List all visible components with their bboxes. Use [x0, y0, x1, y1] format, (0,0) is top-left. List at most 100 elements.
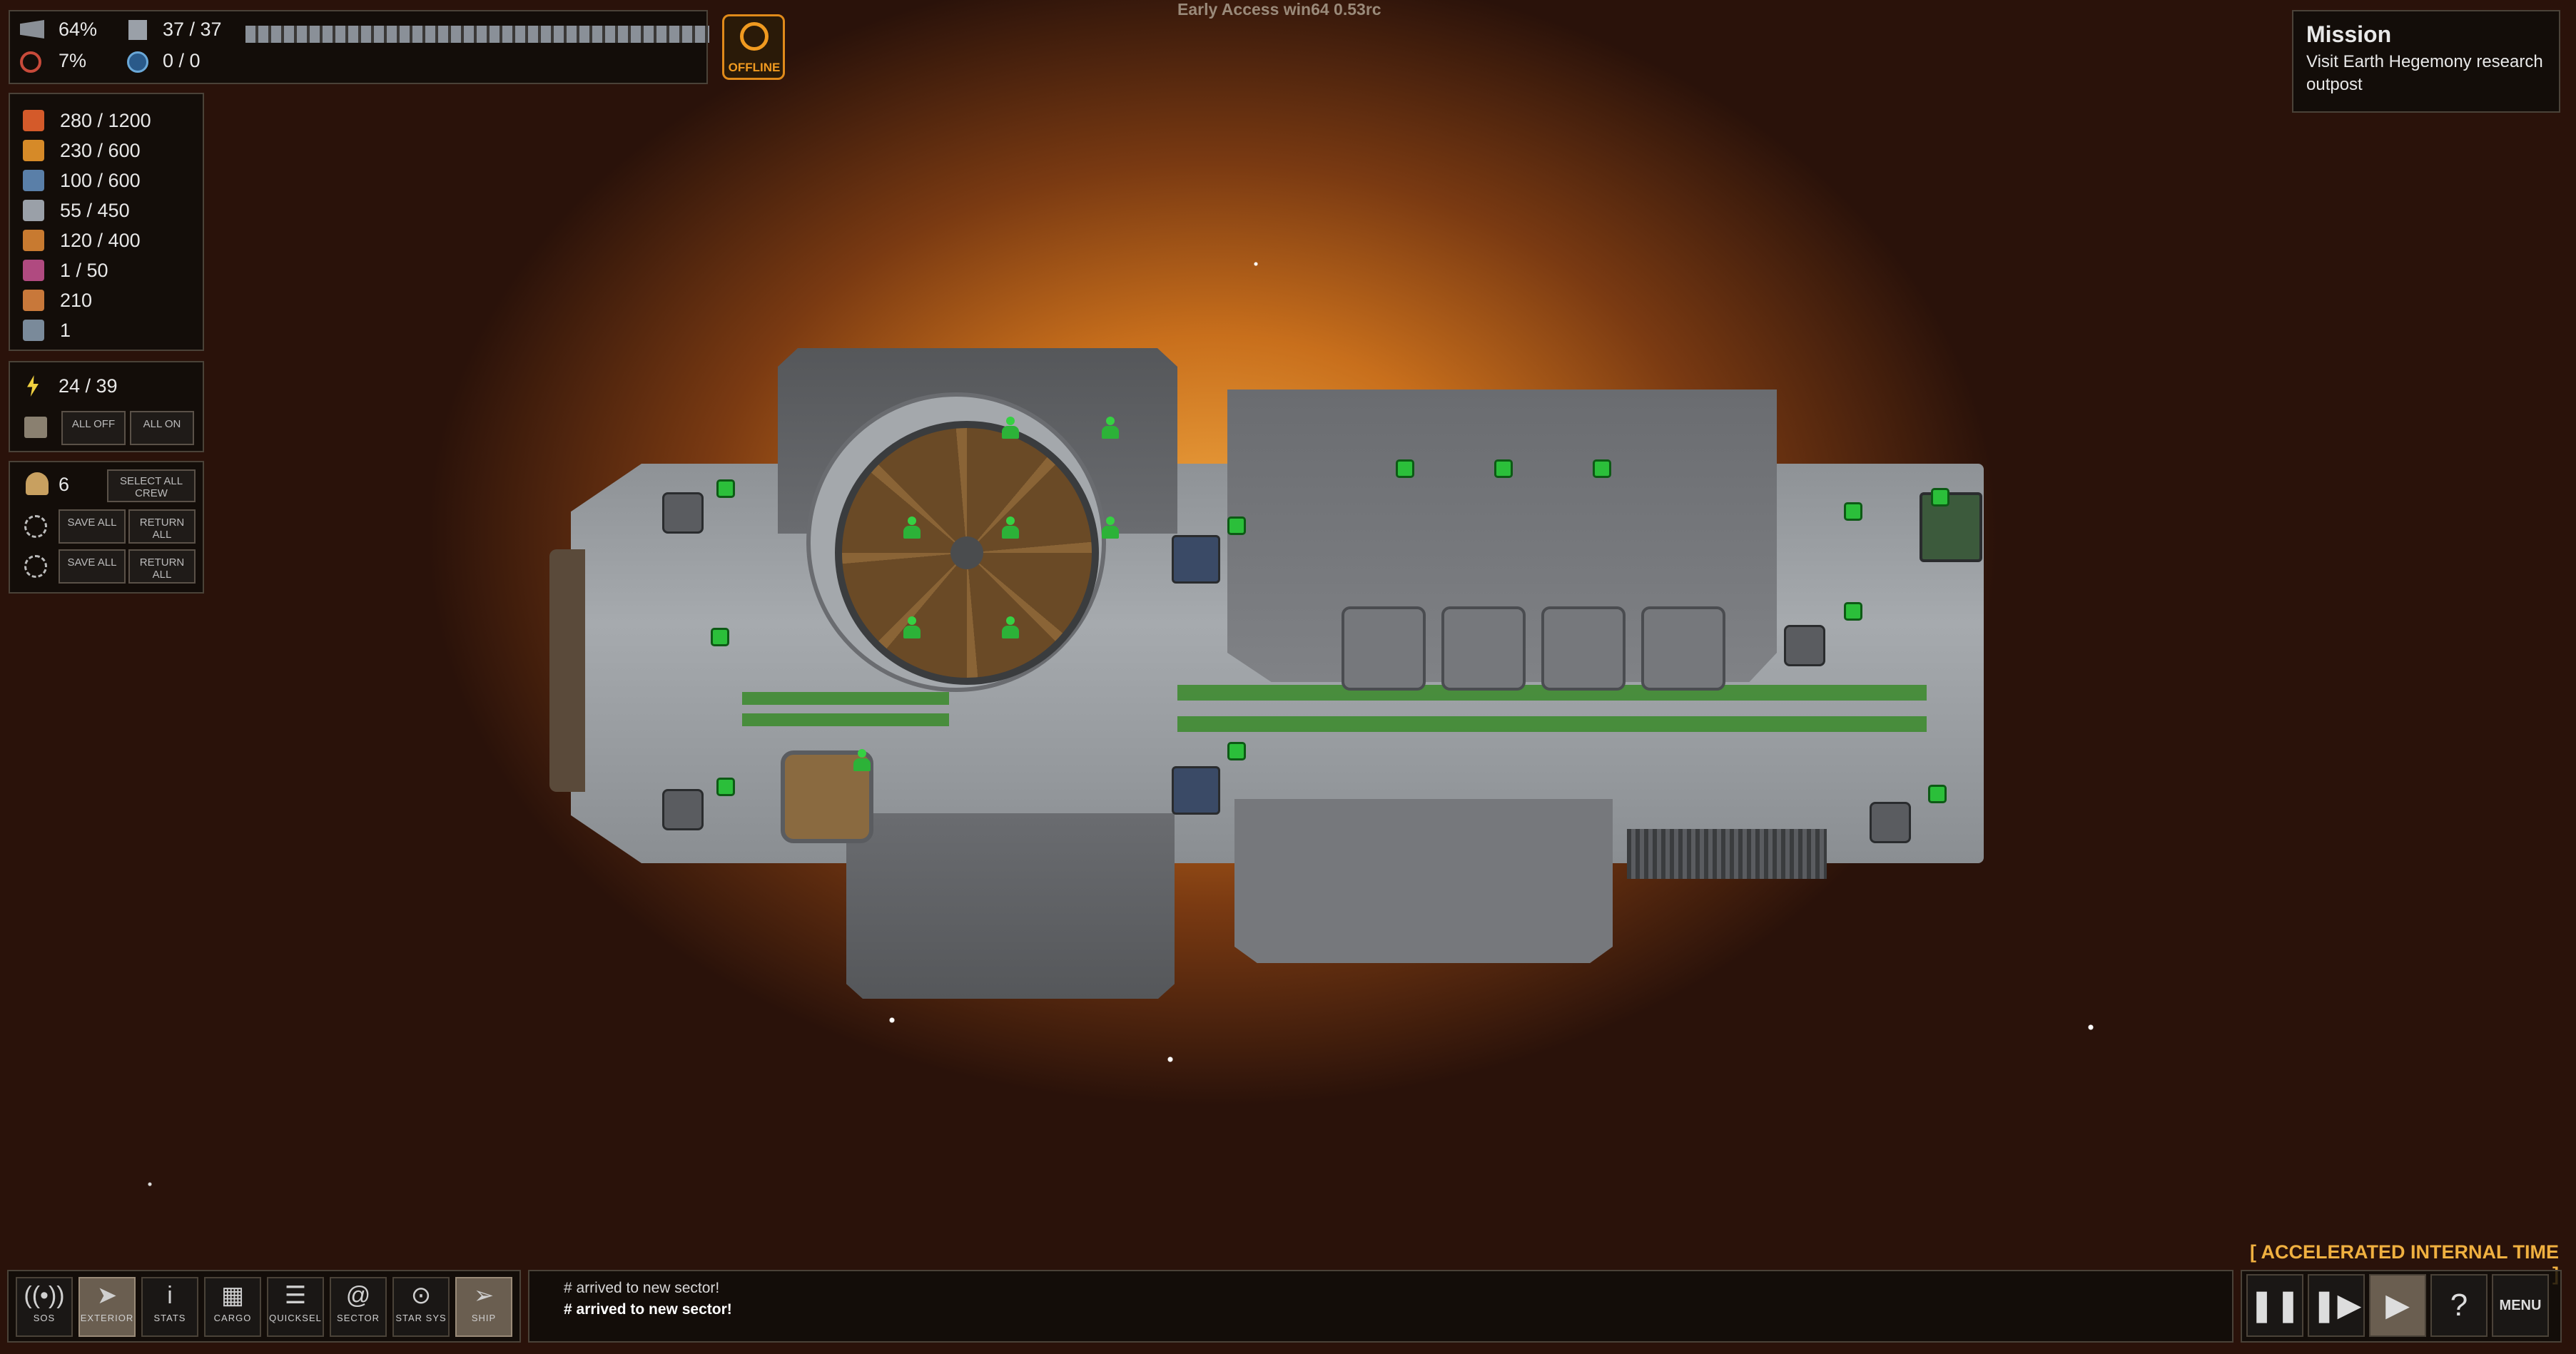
battery-2[interactable]	[1172, 766, 1220, 815]
sos-icon: ((•))	[24, 1282, 65, 1309]
save-all-button-2[interactable]: SAVE ALL	[59, 549, 126, 584]
power-value: 24 / 39	[59, 375, 118, 397]
cargo-button[interactable]: ▦CARGO	[204, 1277, 261, 1337]
offline-badge[interactable]: OFFLINE	[722, 14, 785, 80]
resource-row: 1	[23, 315, 203, 345]
crew-count: 6	[59, 474, 70, 495]
crew-member[interactable]	[1100, 417, 1120, 441]
vent-grate	[1627, 829, 1827, 879]
system-marker[interactable]	[716, 479, 735, 498]
hull-right-lower	[1234, 799, 1613, 963]
turret-2[interactable]	[662, 789, 704, 830]
resource-value: 210	[60, 289, 93, 311]
cargo-pad-1[interactable]	[1342, 606, 1426, 691]
ship-status-panel: 64% 7% 37 / 37 0 / 0	[9, 10, 709, 84]
system-marker[interactable]	[1928, 785, 1947, 803]
resource-value: 230 / 600	[60, 139, 141, 161]
toolbar-label: QUICKSEL	[269, 1313, 322, 1323]
ammo-icon	[23, 230, 44, 251]
integrity-value: 37 / 37	[163, 19, 222, 40]
starsys-button[interactable]: ⊙STAR SYS	[392, 1277, 450, 1337]
resource-value: 1	[60, 319, 71, 341]
system-marker[interactable]	[1844, 502, 1862, 521]
cargo-pad-4[interactable]	[1641, 606, 1725, 691]
system-marker[interactable]	[1227, 742, 1246, 760]
pause-button[interactable]: ❚❚	[2246, 1274, 2303, 1337]
step-button[interactable]: ❚▶	[2308, 1274, 2365, 1337]
cargo-pad-3[interactable]	[1541, 606, 1626, 691]
system-marker[interactable]	[1931, 488, 1949, 507]
player-ship[interactable]	[549, 342, 2041, 1006]
metal-icon	[23, 170, 44, 191]
crew-member[interactable]	[1000, 417, 1020, 441]
fuel-icon	[23, 140, 44, 161]
crew-member[interactable]	[1000, 616, 1020, 641]
resource-row: 280 / 1200	[23, 106, 203, 136]
resource-row: 230 / 600	[23, 136, 203, 166]
shield-value: 0 / 0	[163, 50, 201, 71]
all-on-button[interactable]: ALL ON	[130, 411, 194, 445]
damage-percent: 7%	[59, 50, 87, 71]
crystal-icon	[23, 260, 44, 281]
exterior-icon: ➤	[96, 1282, 118, 1309]
save-all-button-1[interactable]: SAVE ALL	[59, 509, 126, 544]
quicksel-button[interactable]: ☰ QUICKSEL	[267, 1277, 324, 1337]
select-all-crew-button[interactable]: SELECT ALL CREW	[107, 469, 196, 502]
return-all-button-1[interactable]: RETURN ALL	[128, 509, 196, 544]
message-log: # arrived to new sector! # arrived to ne…	[528, 1270, 2233, 1343]
system-marker[interactable]	[1396, 459, 1414, 478]
time-mode-label: [ ACCELERATED INTERNAL TIME ]	[2250, 1241, 2559, 1285]
move-icon-2	[24, 555, 47, 578]
resource-value: 100 / 600	[60, 169, 141, 191]
quicksel-icon: ☰	[284, 1282, 307, 1309]
crew-member[interactable]	[1100, 516, 1120, 541]
toolbar-label: CARGO	[213, 1313, 252, 1323]
crew-member[interactable]	[902, 616, 922, 641]
sector-button[interactable]: @SECTOR	[330, 1277, 387, 1337]
toolbar-label: SHIP	[471, 1313, 497, 1323]
reactor-module[interactable]	[1920, 492, 1982, 562]
power-system-icon	[24, 417, 47, 438]
captain-icon	[740, 22, 769, 51]
credits-icon	[23, 290, 44, 311]
system-marker[interactable]	[1227, 516, 1246, 535]
move-icon	[24, 515, 47, 538]
tech-icon	[23, 320, 44, 341]
toolbar-label: EXTERIOR	[80, 1313, 134, 1323]
power-panel: 24 / 39 ALL OFF ALL ON	[9, 361, 204, 452]
resource-row: 100 / 600	[23, 166, 203, 195]
play-button[interactable]: ▶	[2369, 1274, 2426, 1337]
battery-1[interactable]	[1172, 535, 1220, 584]
hull-bottom-module	[846, 813, 1175, 999]
crew-member[interactable]	[1000, 516, 1020, 541]
resource-value: 55 / 450	[60, 199, 130, 221]
turret-1[interactable]	[662, 492, 704, 534]
engine-plate	[549, 549, 585, 792]
system-marker[interactable]	[1593, 459, 1611, 478]
ship-button[interactable]: ➢SHIP	[455, 1277, 512, 1337]
system-marker[interactable]	[1844, 602, 1862, 621]
cargo-pad-2[interactable]	[1441, 606, 1526, 691]
turret-4[interactable]	[1870, 802, 1911, 843]
crew-member[interactable]	[852, 749, 872, 773]
damage-icon	[20, 51, 41, 73]
crew-member[interactable]	[902, 516, 922, 541]
toolbar-label: SECTOR	[337, 1313, 380, 1323]
build-watermark: Early Access win64 0.53rc	[1177, 0, 1381, 19]
all-off-button[interactable]: ALL OFF	[61, 411, 126, 445]
sos-button[interactable]: ((•))SOS	[16, 1277, 73, 1337]
system-marker[interactable]	[711, 628, 729, 646]
system-marker[interactable]	[716, 778, 735, 796]
help-button[interactable]: ?	[2430, 1274, 2488, 1337]
crew-icon	[26, 472, 49, 495]
turret-3[interactable]	[1784, 625, 1825, 666]
hull-icon	[20, 20, 44, 39]
integrity-bar	[245, 26, 709, 43]
menu-button[interactable]: MENU	[2492, 1274, 2549, 1337]
exterior-button[interactable]: ➤ EXTERIOR	[78, 1277, 136, 1337]
system-marker[interactable]	[1494, 459, 1513, 478]
crew-panel: 6 SELECT ALL CREW SAVE ALL RETURN ALL SA…	[9, 461, 204, 594]
return-all-button-2[interactable]: RETURN ALL	[128, 549, 196, 584]
